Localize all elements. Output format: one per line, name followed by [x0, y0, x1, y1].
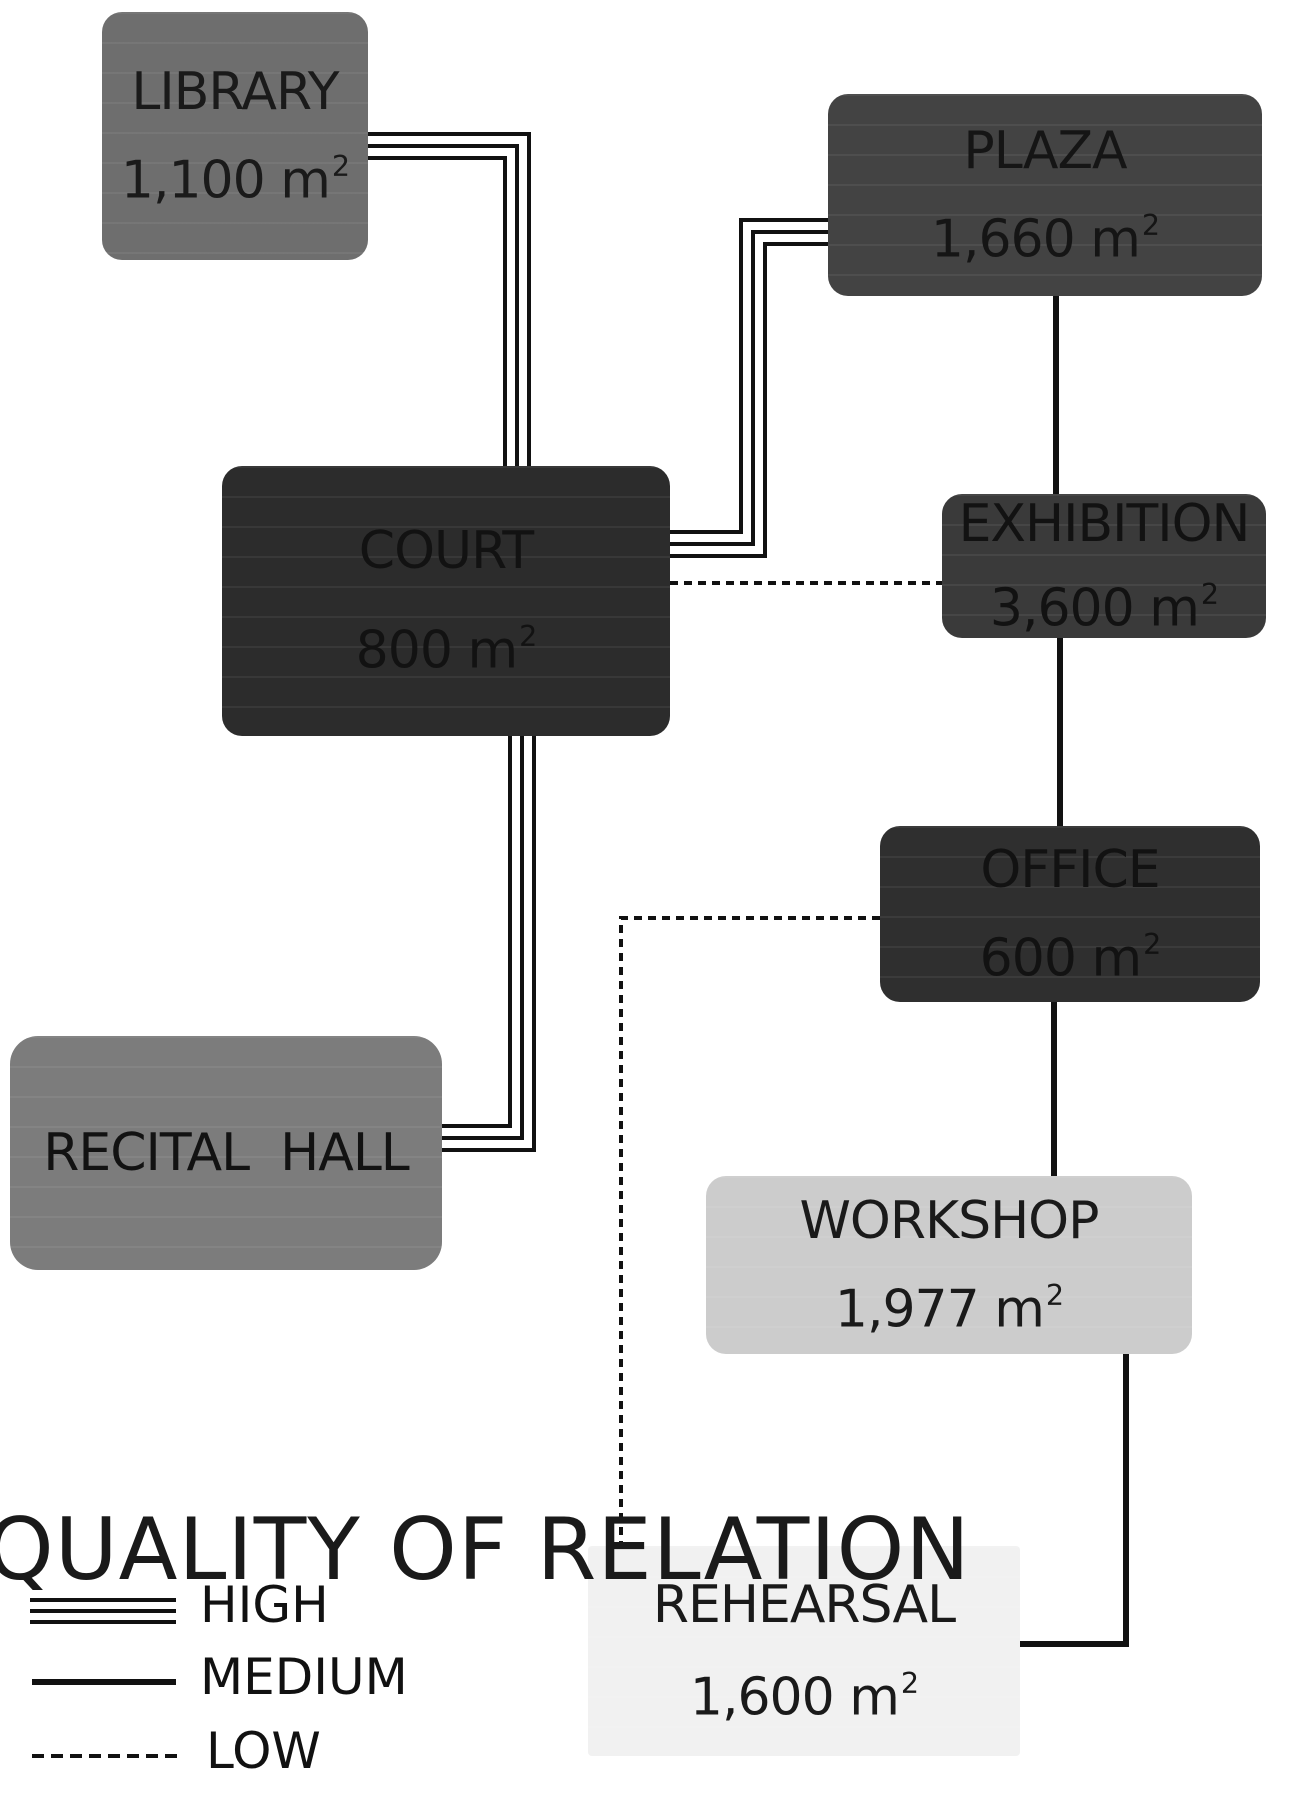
- legend-medium-label: MEDIUM: [200, 1648, 408, 1706]
- rehearsal-area-exponent: 2: [900, 1665, 919, 1700]
- workshop-area-value: 1,977 m: [834, 1279, 1045, 1340]
- legend-high-label: HIGH: [200, 1576, 329, 1634]
- library-area-exponent: 2: [331, 148, 350, 183]
- rehearsal-name: REHEARSAL: [652, 1574, 956, 1635]
- connector-line: [670, 218, 828, 534]
- connector-line: [366, 144, 519, 466]
- court-name: COURT: [358, 521, 534, 582]
- court-area-exponent: 2: [519, 619, 537, 654]
- connector-office-rehearsal: [619, 916, 880, 1546]
- low-connectors: [619, 581, 942, 1546]
- connector-line: [442, 736, 512, 1128]
- workshop-area: 1,977 m2: [834, 1258, 1064, 1346]
- office-area-value: 600 m: [979, 928, 1142, 989]
- connector-line: [670, 242, 828, 558]
- workshop-name: WORKSHOP: [799, 1190, 1100, 1251]
- office-area: 600 m2: [979, 907, 1162, 995]
- office-name: OFFICE: [980, 839, 1160, 900]
- court-node: COURT 800 m2: [222, 466, 670, 736]
- exhibition-area-value: 3,600 m: [989, 578, 1200, 639]
- legend-swatches: [30, 1598, 180, 1758]
- recital-hall-name: RECITAL HALL: [43, 1123, 410, 1183]
- exhibition-node: EXHIBITION 3,600 m2: [942, 494, 1266, 638]
- rehearsal-area-value: 1,600 m: [689, 1667, 900, 1728]
- exhibition-name: EXHIBITION: [958, 493, 1251, 554]
- court-area: 800 m2: [355, 619, 538, 681]
- high-connector-court-plaza: [670, 218, 828, 558]
- recital-hall-node: RECITAL HALL: [10, 1036, 442, 1270]
- court-area-value: 800 m: [355, 620, 518, 681]
- connector-workshop-rehearsal: [1020, 1354, 1129, 1647]
- workshop-node: WORKSHOP 1,977 m2: [706, 1176, 1192, 1354]
- legend-title: QUALITY OF RELATION: [0, 1500, 971, 1600]
- library-area-value: 1,100 m: [120, 150, 331, 211]
- library-name: LIBRARY: [131, 61, 339, 122]
- plaza-area-value: 1,660 m: [930, 209, 1141, 270]
- workshop-area-exponent: 2: [1045, 1277, 1064, 1312]
- medium-connectors: [1020, 296, 1129, 1647]
- connector-line: [442, 736, 536, 1152]
- exhibition-area-exponent: 2: [1200, 576, 1219, 611]
- high-connector-court-recital-hall: [442, 736, 536, 1152]
- library-node: LIBRARY 1,100 m2: [102, 12, 368, 260]
- plaza-area: 1,660 m2: [930, 188, 1160, 276]
- connector-line: [442, 736, 524, 1140]
- library-area: 1,100 m2: [120, 129, 350, 217]
- office-area-exponent: 2: [1143, 926, 1161, 961]
- rehearsal-area: 1,600 m2: [689, 1644, 919, 1736]
- plaza-area-exponent: 2: [1141, 207, 1160, 242]
- office-node: OFFICE 600 m2: [880, 826, 1260, 1002]
- connector-line: [366, 156, 507, 466]
- rehearsal-node: REHEARSAL 1,600 m2: [588, 1546, 1020, 1756]
- legend-low-label: LOW: [206, 1722, 321, 1780]
- connector-line: [670, 230, 828, 546]
- connector-line: [366, 132, 531, 466]
- high-connector-library-court: [366, 132, 531, 466]
- exhibition-area: 3,600 m2: [989, 559, 1219, 643]
- plaza-node: PLAZA 1,660 m2: [828, 94, 1262, 296]
- plaza-name: PLAZA: [963, 120, 1127, 181]
